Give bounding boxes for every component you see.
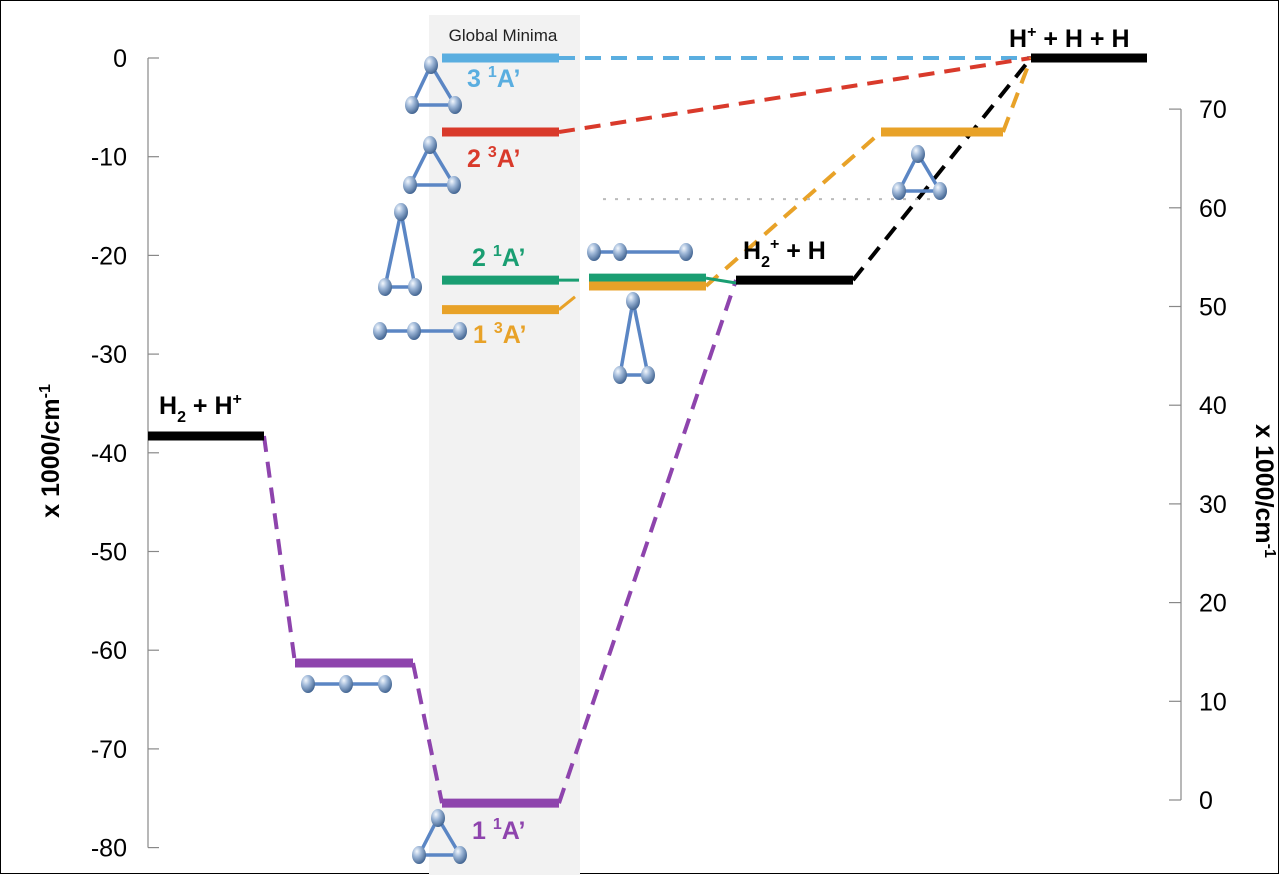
right-axis-exponent: -1 [1261,544,1278,558]
atom [679,243,693,261]
label-1-1A: 1 1A’ [472,816,525,845]
label-h2-hplus: H2 + H+ [159,391,242,426]
global-minima-panel [429,15,580,875]
left-axis-exponent: -1 [37,384,54,398]
atom [301,675,315,693]
atom [405,96,419,114]
dash-red [558,56,1032,135]
right-tick-label: 60 [1199,195,1227,223]
dash-purple-2 [411,662,444,804]
right-tick-label: 50 [1199,294,1227,322]
atom [403,176,417,194]
dash-purple-3 [557,279,738,804]
bond [631,300,650,376]
left-tick-label: -10 [91,144,127,172]
molecule-isosceles-mid [613,292,655,384]
atom [373,322,387,340]
dash-black [851,56,1033,282]
atom [378,278,392,296]
molecule-linear-mid [587,243,693,261]
dash-orange-1 [704,130,883,288]
left-tick-label: -50 [91,539,127,567]
atom [453,846,467,864]
molecule-isosceles-2-1A [378,203,422,296]
left-tick-label: -20 [91,242,127,270]
atom [394,203,408,221]
right-tick-label: 10 [1199,688,1227,716]
link-mid-green [705,276,737,285]
link-orange [558,295,576,311]
label-h2plus-h: H2+ + H [743,236,826,271]
right-tick-label: 70 [1199,96,1227,124]
right-tick-label: 20 [1199,590,1227,618]
right-tick-label: 0 [1199,787,1213,815]
label-3-1A: 3 1A’ [467,64,520,93]
dash-purple-1 [262,435,297,664]
panel-title: Global Minima [449,26,558,45]
molecule-triangle-upper-triplet [892,145,947,200]
right-tick-label: 30 [1199,491,1227,519]
left-tick-label: -70 [91,736,127,764]
atom [408,278,422,296]
atom [412,846,426,864]
atom [933,182,947,200]
dash-orange-2 [1001,57,1033,133]
molecule-triangle-3-1A [405,56,462,114]
left-tick-label: -40 [91,440,127,468]
atom [613,243,627,261]
molecule-triangle-1-1A [412,809,467,864]
bond [383,211,403,288]
right-axis-title: x 1000/cm-1 [1250,424,1278,558]
left-tick-label: -80 [91,835,127,863]
atom [407,322,421,340]
label-2-3A: 2 3A’ [467,144,520,173]
atom [626,292,640,310]
atom [911,145,925,163]
atom [424,56,438,74]
bond [618,300,635,376]
atom [423,136,437,154]
atom [641,366,655,384]
atom [447,176,461,194]
left-tick-label: 0 [113,45,127,73]
left-axis-title: x 1000/cm-1 [37,384,65,518]
molecule-triangle-2-3A [403,136,461,194]
atom [453,322,467,340]
atom [587,243,601,261]
left-tick-label: -60 [91,637,127,665]
molecule-linear-1-3A [373,322,467,340]
atom [448,96,462,114]
molecule-linear-singlet [301,675,392,693]
label-hplus-h-h: H+ + H + H [1009,24,1130,53]
left-tick-label: -30 [91,341,127,369]
label-2-1A: 2 1A’ [472,243,525,272]
bond [399,211,417,288]
label-1-3A: 1 3A’ [473,320,526,349]
atom [613,366,627,384]
right-tick-label: 40 [1199,392,1227,420]
atom [378,675,392,693]
atom [431,809,445,827]
atom [892,182,906,200]
atom [339,675,353,693]
